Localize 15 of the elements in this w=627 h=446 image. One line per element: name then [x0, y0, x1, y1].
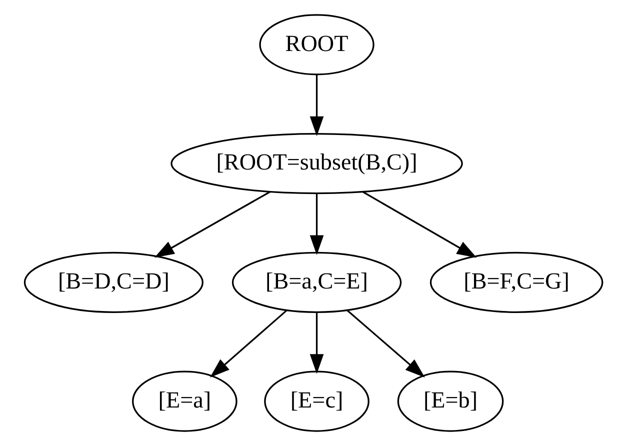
node-ellipse: [E=c] — [264, 370, 370, 432]
arrow — [310, 194, 324, 256]
arrow — [210, 310, 288, 378]
node-ellipse: [E=a] — [132, 370, 238, 432]
arrow — [154, 191, 271, 258]
node-ellipse: ROOT — [259, 14, 374, 76]
node-ellipse: [ROOT=subset(B,C)] — [170, 133, 463, 194]
node-ellipse: [E=b] — [397, 370, 504, 432]
node-ellipse: [B=F,C=G] — [430, 252, 604, 313]
arrow — [362, 191, 477, 258]
arrow — [310, 312, 324, 374]
node-ellipse: [B=a,C=E] — [232, 252, 402, 313]
arrow — [346, 310, 425, 378]
node-ellipse: [B=D,C=D] — [24, 252, 204, 313]
arrow — [310, 74, 324, 136]
